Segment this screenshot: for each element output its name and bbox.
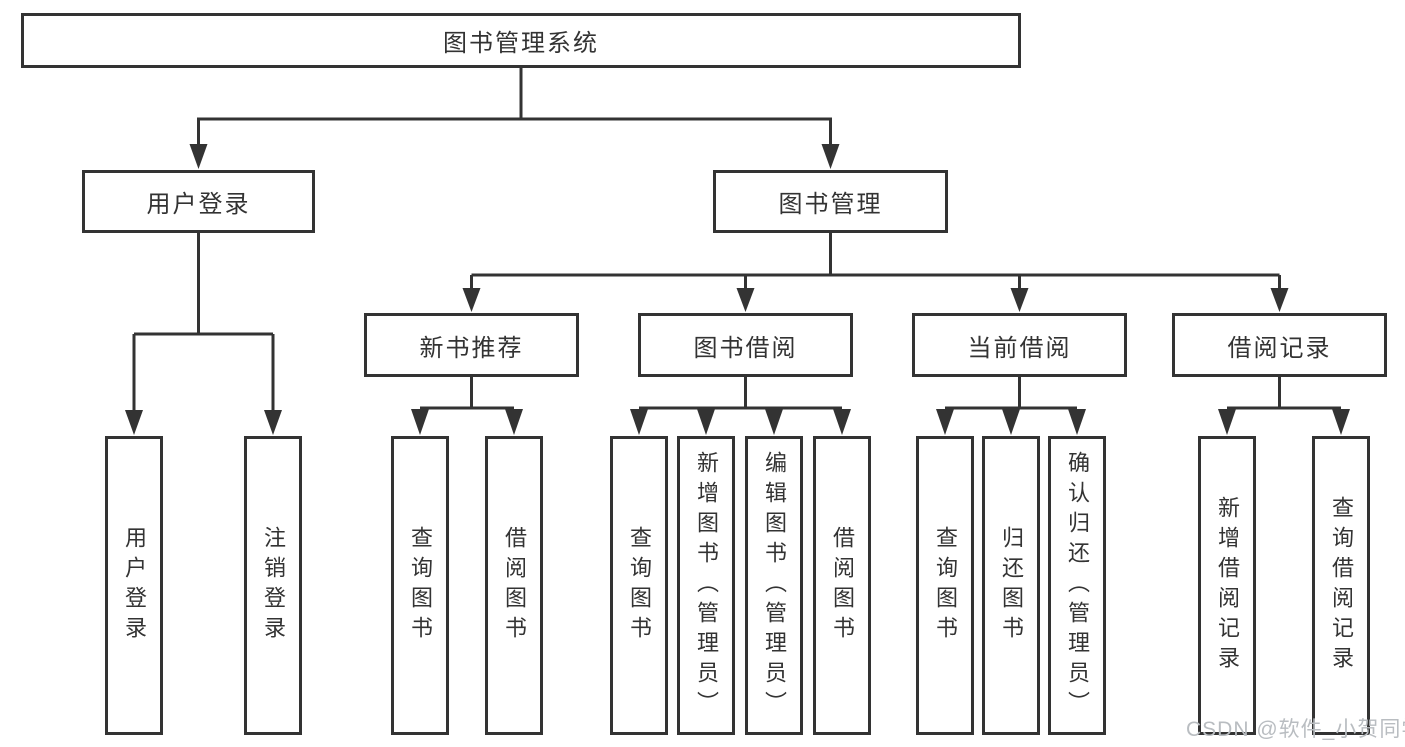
leaf-borrow-book-recommend: 借阅图书 bbox=[485, 436, 543, 735]
node-label: 当前借阅 bbox=[967, 334, 1072, 362]
node-borrowing-records: 借阅记录 bbox=[1172, 313, 1387, 377]
leaf-label: 借阅图书 bbox=[830, 525, 855, 646]
node-label: 借阅记录 bbox=[1227, 334, 1332, 362]
leaf-label: 借阅图书 bbox=[502, 525, 527, 646]
leaf-label: 归还图书 bbox=[999, 525, 1024, 646]
node-user-login: 用户登录 bbox=[82, 170, 315, 233]
leaf-confirm-return-admin: 确认归还（管理员） bbox=[1048, 436, 1106, 735]
leaf-query-book-current: 查询图书 bbox=[916, 436, 974, 735]
leaf-label: 编辑图书（管理员） bbox=[762, 450, 787, 721]
watermark: CSDN @软件_小贺同学 bbox=[1186, 718, 1405, 741]
leaf-label: 查询图书 bbox=[627, 525, 652, 646]
node-label: 图书管理 bbox=[778, 191, 883, 218]
leaf-query-book-borrowing: 查询图书 bbox=[610, 436, 668, 735]
leaf-label: 查询图书 bbox=[408, 525, 433, 646]
leaf-edit-book-admin: 编辑图书（管理员） bbox=[745, 436, 803, 735]
node-label: 图书借阅 bbox=[693, 334, 798, 362]
leaf-user-login: 用户登录 bbox=[105, 436, 163, 735]
leaf-add-book-admin: 新增图书（管理员） bbox=[677, 436, 735, 735]
leaf-label: 查询借阅记录 bbox=[1329, 495, 1354, 676]
node-current-borrowing: 当前借阅 bbox=[912, 313, 1127, 377]
leaf-add-borrow-record: 新增借阅记录 bbox=[1198, 436, 1256, 735]
leaf-label: 注销登录 bbox=[261, 525, 286, 646]
node-book-management: 图书管理 bbox=[713, 170, 948, 233]
leaf-query-book-recommend: 查询图书 bbox=[391, 436, 449, 735]
node-label: 新书推荐 bbox=[419, 334, 524, 362]
leaf-label: 新增借阅记录 bbox=[1215, 495, 1240, 676]
node-label: 图书管理系统 bbox=[443, 30, 599, 57]
leaf-label: 新增图书（管理员） bbox=[694, 450, 719, 721]
leaf-borrow-book-borrowing: 借阅图书 bbox=[813, 436, 871, 735]
leaf-label: 查询图书 bbox=[933, 525, 958, 646]
node-book-borrowing: 图书借阅 bbox=[638, 313, 853, 377]
leaf-return-book: 归还图书 bbox=[982, 436, 1040, 735]
node-library-system: 图书管理系统 bbox=[21, 13, 1021, 68]
node-new-book-recommend: 新书推荐 bbox=[364, 313, 579, 377]
leaf-label: 确认归还（管理员） bbox=[1065, 450, 1090, 721]
node-label: 用户登录 bbox=[146, 191, 251, 218]
leaf-label: 用户登录 bbox=[122, 525, 147, 646]
leaf-query-borrow-record: 查询借阅记录 bbox=[1312, 436, 1370, 735]
leaf-logout: 注销登录 bbox=[244, 436, 302, 735]
